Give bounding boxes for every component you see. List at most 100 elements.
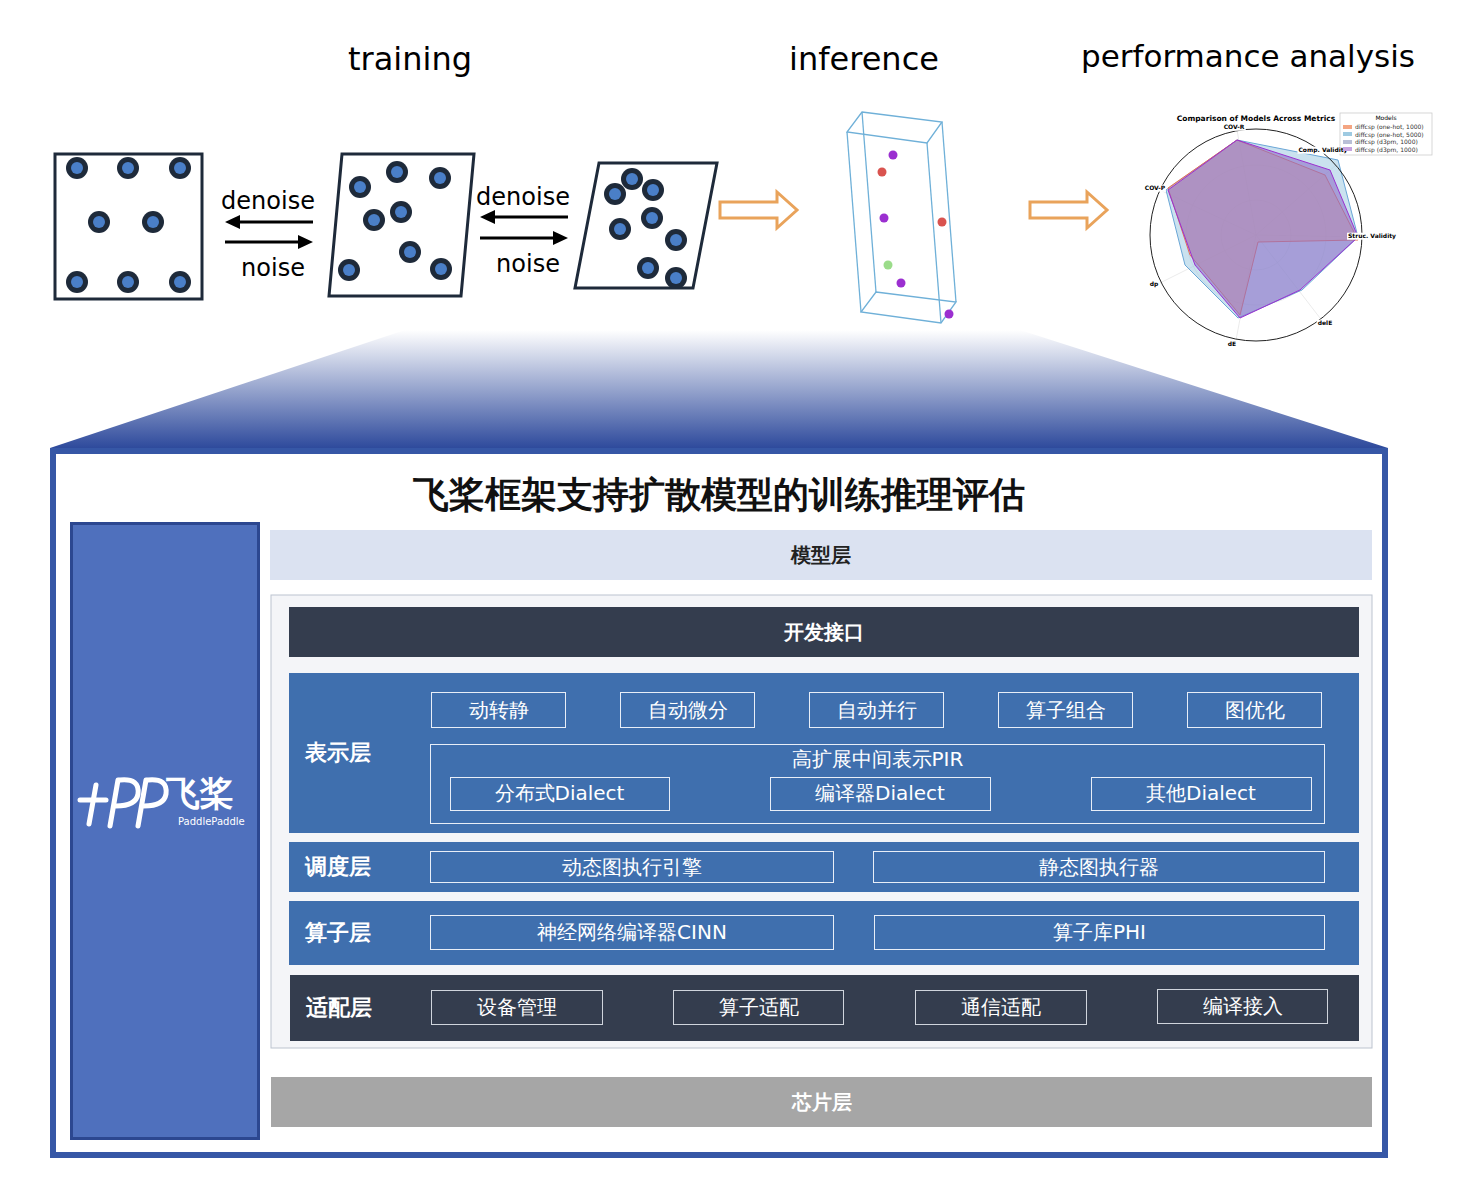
lattice-cell <box>575 163 717 288</box>
lattice-cell <box>329 154 474 296</box>
radar-chart <box>1150 113 1432 341</box>
lattice-cell <box>329 154 474 296</box>
chart-label: Comp. Validity <box>1297 147 1348 154</box>
lattice-cell <box>395 206 407 218</box>
lattice-cell <box>349 176 371 198</box>
legend-swatch <box>1343 125 1352 129</box>
lattice-cell <box>368 214 380 226</box>
process-arrow <box>225 241 300 244</box>
node-text: 芯片层 <box>792 1091 852 1114</box>
module-box: 通信适配 <box>915 990 1087 1025</box>
lattice-cell <box>93 216 105 228</box>
module-box: 算子适配 <box>673 990 844 1025</box>
flow-arrow <box>720 192 797 228</box>
lattice-cell <box>399 241 421 263</box>
lattice-cell <box>71 162 83 174</box>
lattice-cell <box>354 181 366 193</box>
chart-label: Struc. Validity <box>1347 233 1397 240</box>
chart-label: COV-R <box>1223 124 1246 131</box>
lattice-cell <box>637 257 659 279</box>
legend-text: diffcsp (d3pm, 1000) <box>1355 139 1418 145</box>
radar-chart <box>1168 140 1358 318</box>
module-box: 编译器Dialect <box>770 777 991 811</box>
legend-swatch <box>1343 132 1352 136</box>
crystal-cell <box>861 292 956 323</box>
frame-ground <box>50 448 1388 1158</box>
lattice-cell <box>71 162 186 288</box>
crystal-cell <box>942 122 956 302</box>
node-text: 算子组合 <box>1026 699 1106 722</box>
process-arrow <box>553 231 568 245</box>
node-text: 动态图执行引擎 <box>562 856 702 879</box>
node-text: 分布式Dialect <box>495 782 625 805</box>
lattice-cell <box>363 209 385 231</box>
lattice-cell <box>604 183 626 205</box>
module-box: 设备管理 <box>431 990 603 1025</box>
lattice-cell <box>575 163 717 289</box>
node-text: 通信适配 <box>961 996 1041 1019</box>
crystal-cell <box>927 143 941 323</box>
crystal-cell <box>847 112 956 323</box>
lattice-cell <box>55 154 202 299</box>
process-arrow <box>225 210 568 249</box>
lattice-cell <box>642 179 664 201</box>
module-box: 自动微分 <box>620 692 755 728</box>
lattice-cell <box>609 218 631 240</box>
lattice-cell <box>343 264 355 276</box>
logo-glyph <box>138 780 146 826</box>
radar-chart <box>1150 129 1362 341</box>
module-box: 算子库PHI <box>874 915 1325 950</box>
node-text: 开发接口 <box>784 621 864 644</box>
ir-box: 高扩展中间表示PIR分布式Dialect编译器Dialect其他Dialect <box>430 744 1325 824</box>
lattice-cell <box>142 211 164 233</box>
logo-glyph <box>110 780 118 826</box>
lattice-cell <box>122 276 134 288</box>
atom <box>880 214 889 223</box>
process-arrow <box>298 235 313 249</box>
flow-arrow <box>1030 192 1107 228</box>
node-text: 算子适配 <box>719 996 799 1019</box>
lattice-cell <box>670 272 682 284</box>
chart-label: Models <box>1375 115 1396 122</box>
lattice-cell <box>391 166 403 178</box>
atom <box>878 168 887 177</box>
atom <box>878 151 954 319</box>
radar-chart <box>1340 113 1432 155</box>
layer-band: 适配层设备管理算子适配通信适配编译接入 <box>290 975 1359 1041</box>
node-text: 调度层 <box>305 854 371 879</box>
atom <box>938 218 947 227</box>
lattice-cell <box>670 234 682 246</box>
module-box: 其他Dialect <box>1091 777 1312 811</box>
lattice-cell <box>343 166 447 276</box>
chart-label: delE <box>1317 320 1334 327</box>
process-arrow <box>480 210 495 224</box>
lattice-cell <box>647 184 659 196</box>
crystal-cell <box>847 112 942 143</box>
lattice-cell <box>665 267 687 289</box>
layer-band: 调度层动态图执行引擎静态图执行器 <box>289 842 1359 892</box>
lattice-cell <box>646 212 658 224</box>
framework-frame: 飞桨框架支持扩散模型的训练推理评估飞桨PaddlePaddle模型层开发接口表示… <box>50 448 1388 1158</box>
node-text: 图优化 <box>1225 699 1285 722</box>
node-text: PaddlePaddle <box>178 816 245 828</box>
lattice-cell <box>117 271 139 293</box>
lattice-cell <box>169 271 191 293</box>
lattice-cell <box>147 216 159 228</box>
lattice-cell <box>641 207 663 229</box>
module-box: 动转静 <box>431 692 566 728</box>
lattice-cell <box>609 173 682 284</box>
module-box: 分布式Dialect <box>450 777 670 811</box>
process-arrow <box>480 237 554 240</box>
node-text: 自动并行 <box>837 699 917 722</box>
lattice-cell <box>117 157 139 179</box>
lattice-cell <box>621 168 643 190</box>
lattice-cell <box>174 276 186 288</box>
lattice-cell <box>404 246 416 258</box>
chart-label: dE <box>1227 341 1237 348</box>
lattice-cell <box>338 161 452 281</box>
lattice-cell <box>169 157 191 179</box>
module-box: 神经网络编译器CINN <box>430 915 834 950</box>
focus-funnel <box>50 330 1388 448</box>
